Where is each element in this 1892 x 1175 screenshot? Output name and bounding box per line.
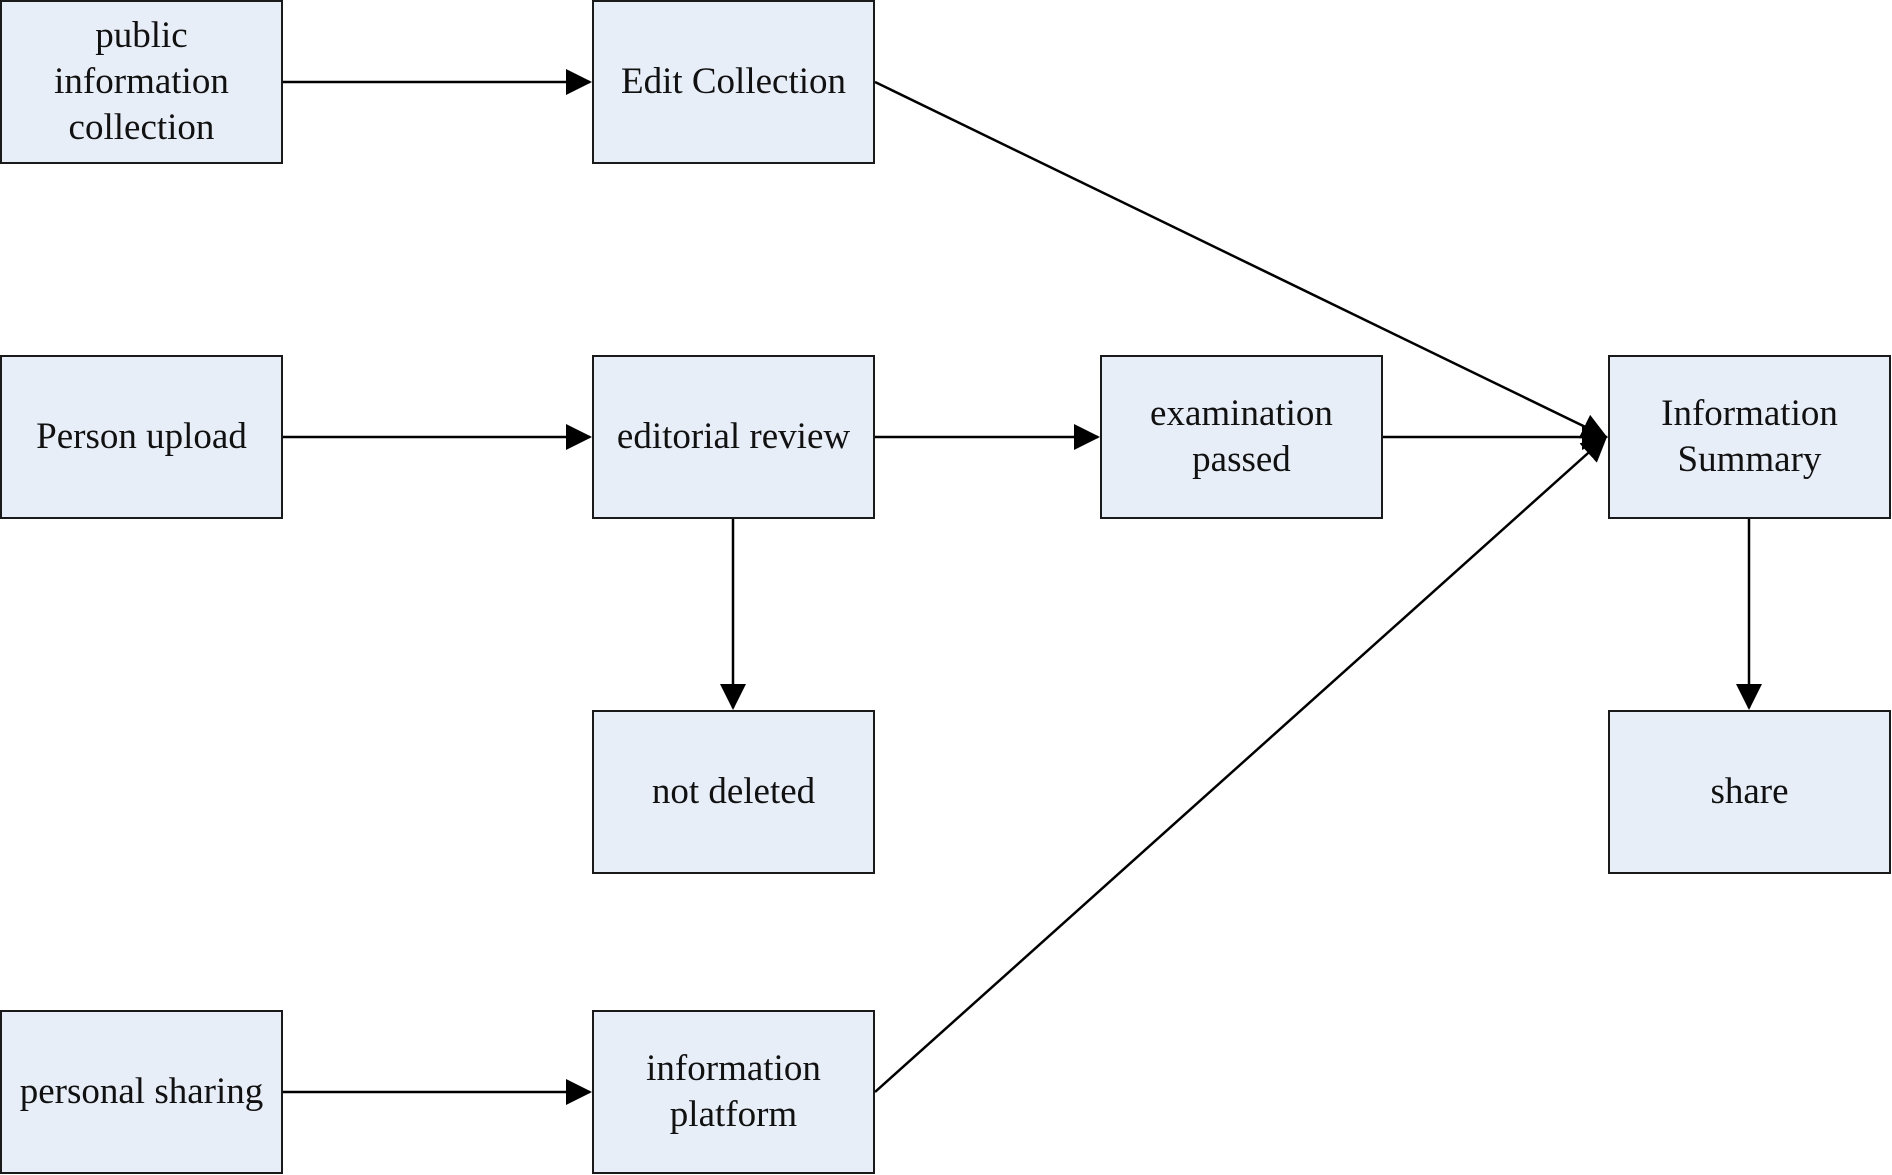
node-label: share [1710,771,1789,812]
node-public-information-collection: public information collection [0,0,283,164]
node-label: editorial review [616,416,851,457]
node-label: not deleted [651,771,816,812]
node-label: personal sharing [19,1071,264,1112]
node-personal-sharing: personal sharing [0,1010,283,1174]
edge-edit-to-summary [874,80,1608,439]
node-information-summary: Information Summary [1608,355,1891,519]
node-editorial-review: editorial review [592,355,875,519]
node-label: public information collection [54,15,229,148]
node-not-deleted: not deleted [592,710,875,874]
node-examination-passed: examination passed [1100,355,1383,519]
node-person-upload: Person upload [0,355,283,519]
node-label: examination passed [1150,393,1333,480]
node-label: Information Summary [1661,393,1838,480]
node-share: share [1608,710,1891,874]
node-label: Edit Collection [620,61,847,102]
node-label: information platform [646,1048,821,1135]
node-label: Person upload [36,416,247,457]
edge-platform-to-summary [874,435,1608,1093]
node-edit-collection: Edit Collection [592,0,875,164]
node-information-platform: information platform [592,1010,875,1174]
